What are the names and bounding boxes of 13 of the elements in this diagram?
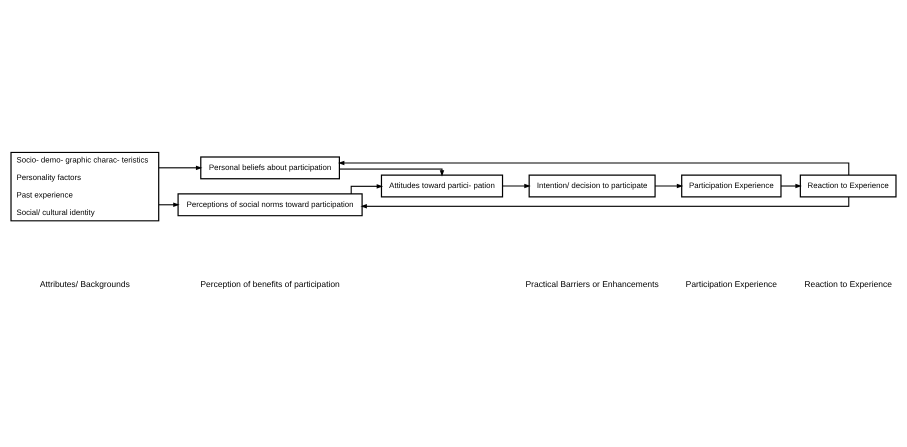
- arrow: [360, 196, 850, 208]
- arrow: [350, 184, 384, 194]
- label: Participation Experience: [686, 278, 778, 288]
- label: Perception of benefits of participation: [200, 278, 340, 288]
- arrow: [781, 183, 802, 188]
- arrow: [158, 165, 202, 170]
- arrow: [158, 202, 180, 207]
- label: Attributes/ Backgrounds: [40, 278, 130, 288]
- arrow: [340, 168, 444, 176]
- arrow: [502, 183, 531, 188]
- label: Reaction to Experience: [804, 278, 892, 288]
- arrow: [655, 183, 684, 188]
- label: Practical Barriers or Enhancements: [526, 278, 659, 288]
